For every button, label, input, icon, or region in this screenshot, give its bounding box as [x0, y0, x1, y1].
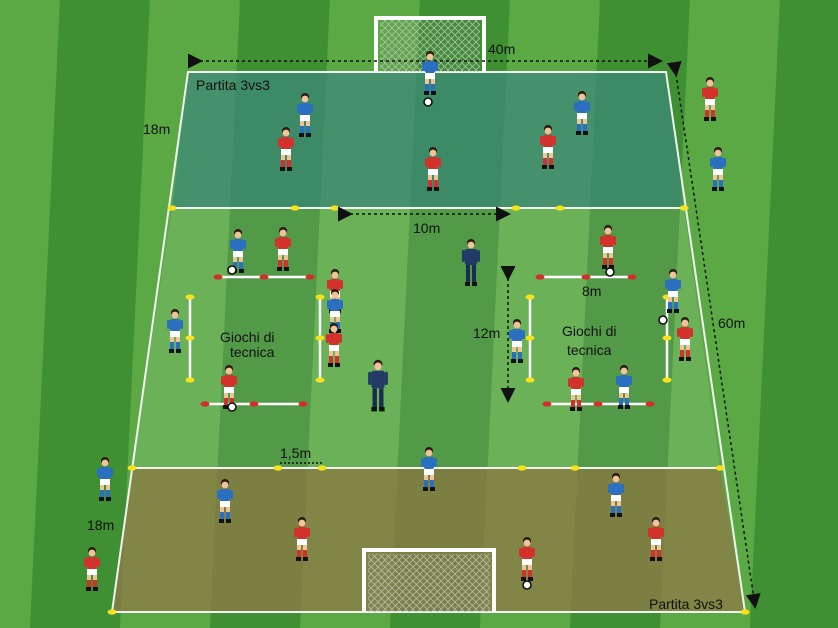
cone-icon	[555, 205, 565, 211]
bottom-zone-depth: 18m	[87, 517, 114, 533]
top-zone-depth: 18m	[143, 121, 170, 137]
cone-icon	[525, 377, 535, 383]
cone-icon	[511, 205, 521, 211]
top-zone-label: Partita 3vs3	[196, 77, 270, 93]
bottom-zone	[112, 468, 745, 612]
right-technique-label-2: tecnica	[567, 342, 612, 358]
cone-icon	[249, 401, 259, 407]
cone-icon	[273, 465, 283, 471]
cone-icon	[305, 274, 315, 280]
cone-icon	[185, 335, 195, 341]
cone-icon	[315, 377, 325, 383]
cone-icon	[315, 335, 325, 341]
cone-icon	[330, 205, 340, 211]
cone-icon	[200, 401, 210, 407]
grid-width-label: 8m	[582, 283, 601, 299]
cone-icon	[185, 377, 195, 383]
grass-stripe	[30, 0, 150, 628]
cone-icon	[715, 465, 725, 471]
ball-icon	[658, 315, 668, 325]
cone-icon	[315, 294, 325, 300]
cone-icon	[740, 609, 750, 615]
grid-length-label: 12m	[473, 325, 500, 341]
ball-icon	[227, 402, 237, 412]
left-technique-label-1: Giochi di	[220, 329, 274, 345]
cone-icon	[259, 274, 269, 280]
cone-icon	[542, 401, 552, 407]
cone-icon	[213, 274, 223, 280]
cone-icon	[593, 401, 603, 407]
cone-icon	[662, 335, 672, 341]
cone-icon	[317, 465, 327, 471]
cone-icon	[517, 465, 527, 471]
cone-icon	[290, 205, 300, 211]
grass-stripe	[0, 0, 60, 628]
cone-icon	[525, 335, 535, 341]
length-label: 60m	[718, 315, 745, 331]
ball-icon	[423, 97, 433, 107]
ball-icon	[227, 265, 237, 275]
width-label: 40m	[488, 41, 515, 57]
ball-icon	[605, 267, 615, 277]
cone-icon	[662, 377, 672, 383]
cone-icon	[167, 205, 177, 211]
cone-icon	[298, 401, 308, 407]
grass-stripe	[750, 0, 838, 628]
cone-spacing-label: 1,5m	[280, 445, 311, 461]
cone-icon	[679, 205, 689, 211]
bottom-zone-label: Partita 3vs3	[649, 596, 723, 612]
bottom-goal-icon	[362, 548, 496, 612]
cone-icon	[107, 609, 117, 615]
cone-icon	[525, 294, 535, 300]
cone-icon	[570, 465, 580, 471]
cone-icon	[535, 274, 545, 280]
cone-icon	[627, 274, 637, 280]
cone-icon	[581, 274, 591, 280]
cone-icon	[185, 294, 195, 300]
balls	[227, 97, 668, 590]
left-technique-label-2: tecnica	[230, 344, 275, 360]
gap-label: 10m	[413, 220, 440, 236]
cone-icon	[645, 401, 655, 407]
right-technique-label-1: Giochi di	[562, 323, 616, 339]
cone-icon	[127, 465, 137, 471]
ball-icon	[522, 580, 532, 590]
